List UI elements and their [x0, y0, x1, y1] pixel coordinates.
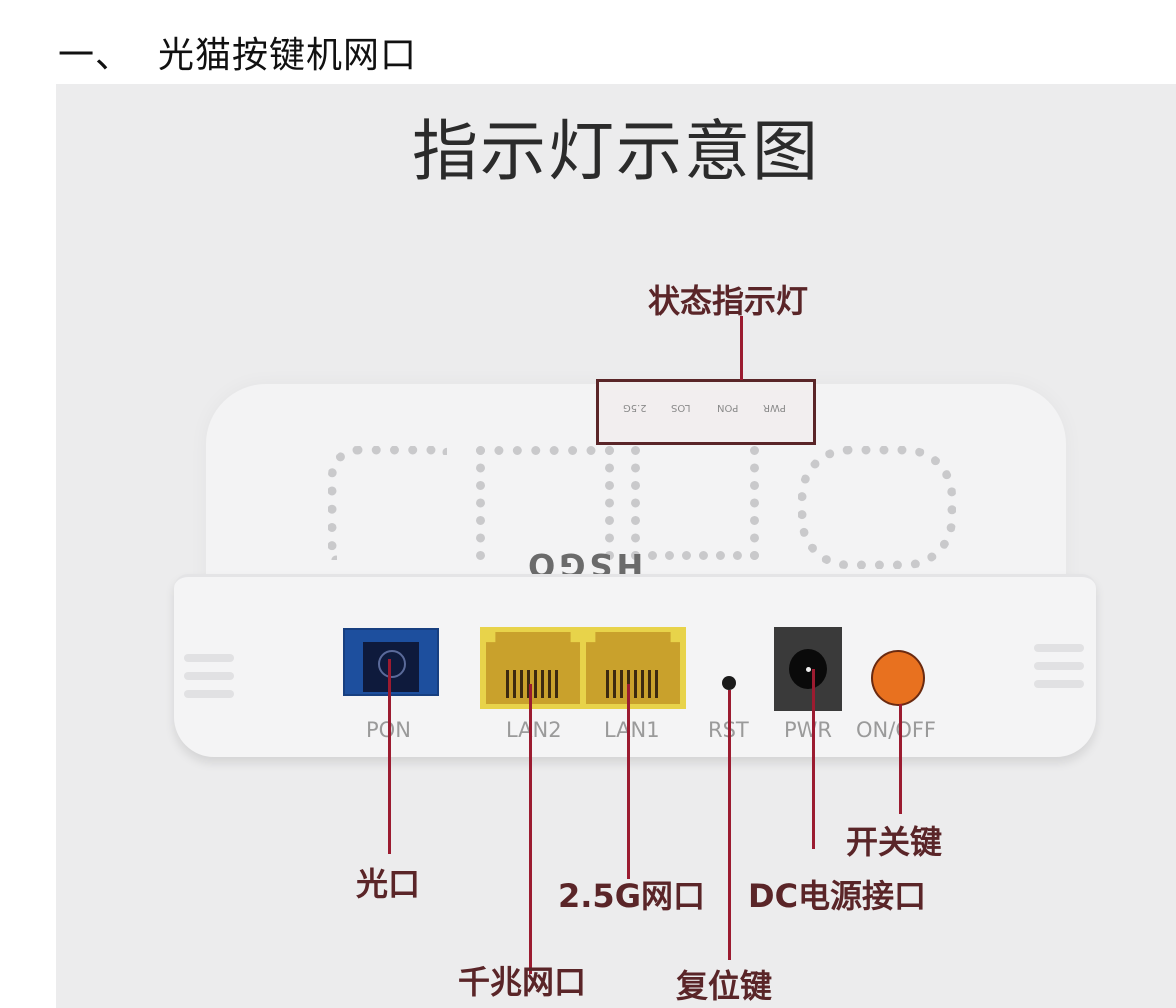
led-2-5g: 2.5G — [623, 402, 647, 413]
callout-status-leds: 状态指示灯 — [648, 282, 809, 320]
callout-2-5g-port: 2.5G网口 — [558, 877, 705, 915]
callout-reset-key: 复位键 — [676, 967, 773, 1005]
callout-line-reset — [728, 690, 731, 960]
label-pwr: PWR — [784, 718, 833, 742]
label-lan1: LAN1 — [604, 718, 660, 742]
callout-line-dc — [812, 669, 815, 849]
dc-power-jack — [774, 627, 842, 711]
indicator-diagram-image: 指示灯示意图 HSGO 2.5G LOS PON PWR PON LAN2 LA… — [56, 84, 1176, 1008]
figure-title: 指示灯示意图 — [412, 113, 820, 190]
led-los: LOS — [671, 402, 691, 413]
status-led-panel: 2.5G LOS PON PWR — [596, 379, 816, 445]
callout-optical-port: 光口 — [356, 865, 421, 903]
label-onoff: ON/OFF — [856, 718, 937, 742]
pon-optical-port — [343, 628, 439, 696]
callout-line-2-5g — [627, 684, 630, 879]
led-pon: PON — [717, 402, 739, 413]
callout-line-gigabit — [529, 684, 532, 974]
callout-dc-power: DC电源接口 — [748, 877, 927, 915]
callout-line-status — [740, 316, 743, 380]
section-title: 光猫按键机网口 — [158, 35, 418, 76]
lan-port-block — [480, 627, 686, 709]
led-pwr: PWR — [763, 402, 786, 413]
callout-line-optical — [388, 659, 391, 854]
callout-power-switch: 开关键 — [846, 823, 943, 861]
callout-line-switch — [899, 704, 902, 814]
label-lan2: LAN2 — [506, 718, 562, 742]
callout-gigabit-port: 千兆网口 — [458, 963, 587, 1001]
lan2-port — [486, 632, 580, 704]
power-switch-button — [871, 650, 925, 706]
lan1-port — [586, 632, 680, 704]
section-heading: 一、光猫按键机网口 — [58, 26, 417, 78]
reset-button-hole — [722, 676, 736, 690]
section-number: 一、 — [58, 35, 133, 76]
